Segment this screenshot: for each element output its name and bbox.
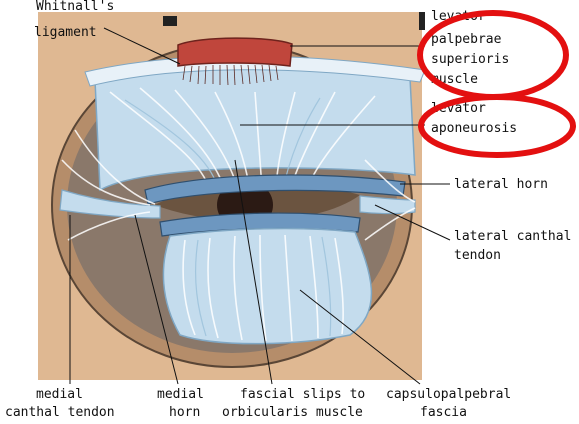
top-right-dark-bar bbox=[419, 12, 425, 30]
label-lct-line2: tendon bbox=[454, 248, 501, 263]
label-whitnalls-line2: ligament bbox=[34, 25, 97, 40]
label-fs-line1: fascial slips to bbox=[240, 387, 365, 402]
label-lps-line3: superioris bbox=[431, 52, 509, 67]
label-apo-line2: aponeurosis bbox=[431, 121, 517, 136]
supraorbital-notch bbox=[163, 16, 177, 26]
capsulopalpebral-fascia-sheet bbox=[163, 229, 371, 344]
label-cpf-line1: capsulopalpebral bbox=[386, 387, 511, 402]
label-whitnalls-line1: Whitnall's bbox=[36, 0, 114, 14]
label-lps-line2: palpebrae bbox=[431, 32, 502, 47]
label-lateral-horn: lateral horn bbox=[454, 177, 548, 192]
label-mh-line1: medial bbox=[157, 387, 204, 402]
label-fs-line2: orbicularis muscle bbox=[222, 405, 363, 420]
label-cpf-line2: fascia bbox=[420, 405, 467, 420]
label-mh-line2: horn bbox=[169, 405, 200, 420]
label-lct-line1: lateral canthal bbox=[454, 229, 571, 244]
levator-muscle bbox=[178, 38, 292, 66]
label-mct-line1: medial bbox=[36, 387, 83, 402]
label-mct-line2: canthal tendon bbox=[5, 405, 115, 420]
